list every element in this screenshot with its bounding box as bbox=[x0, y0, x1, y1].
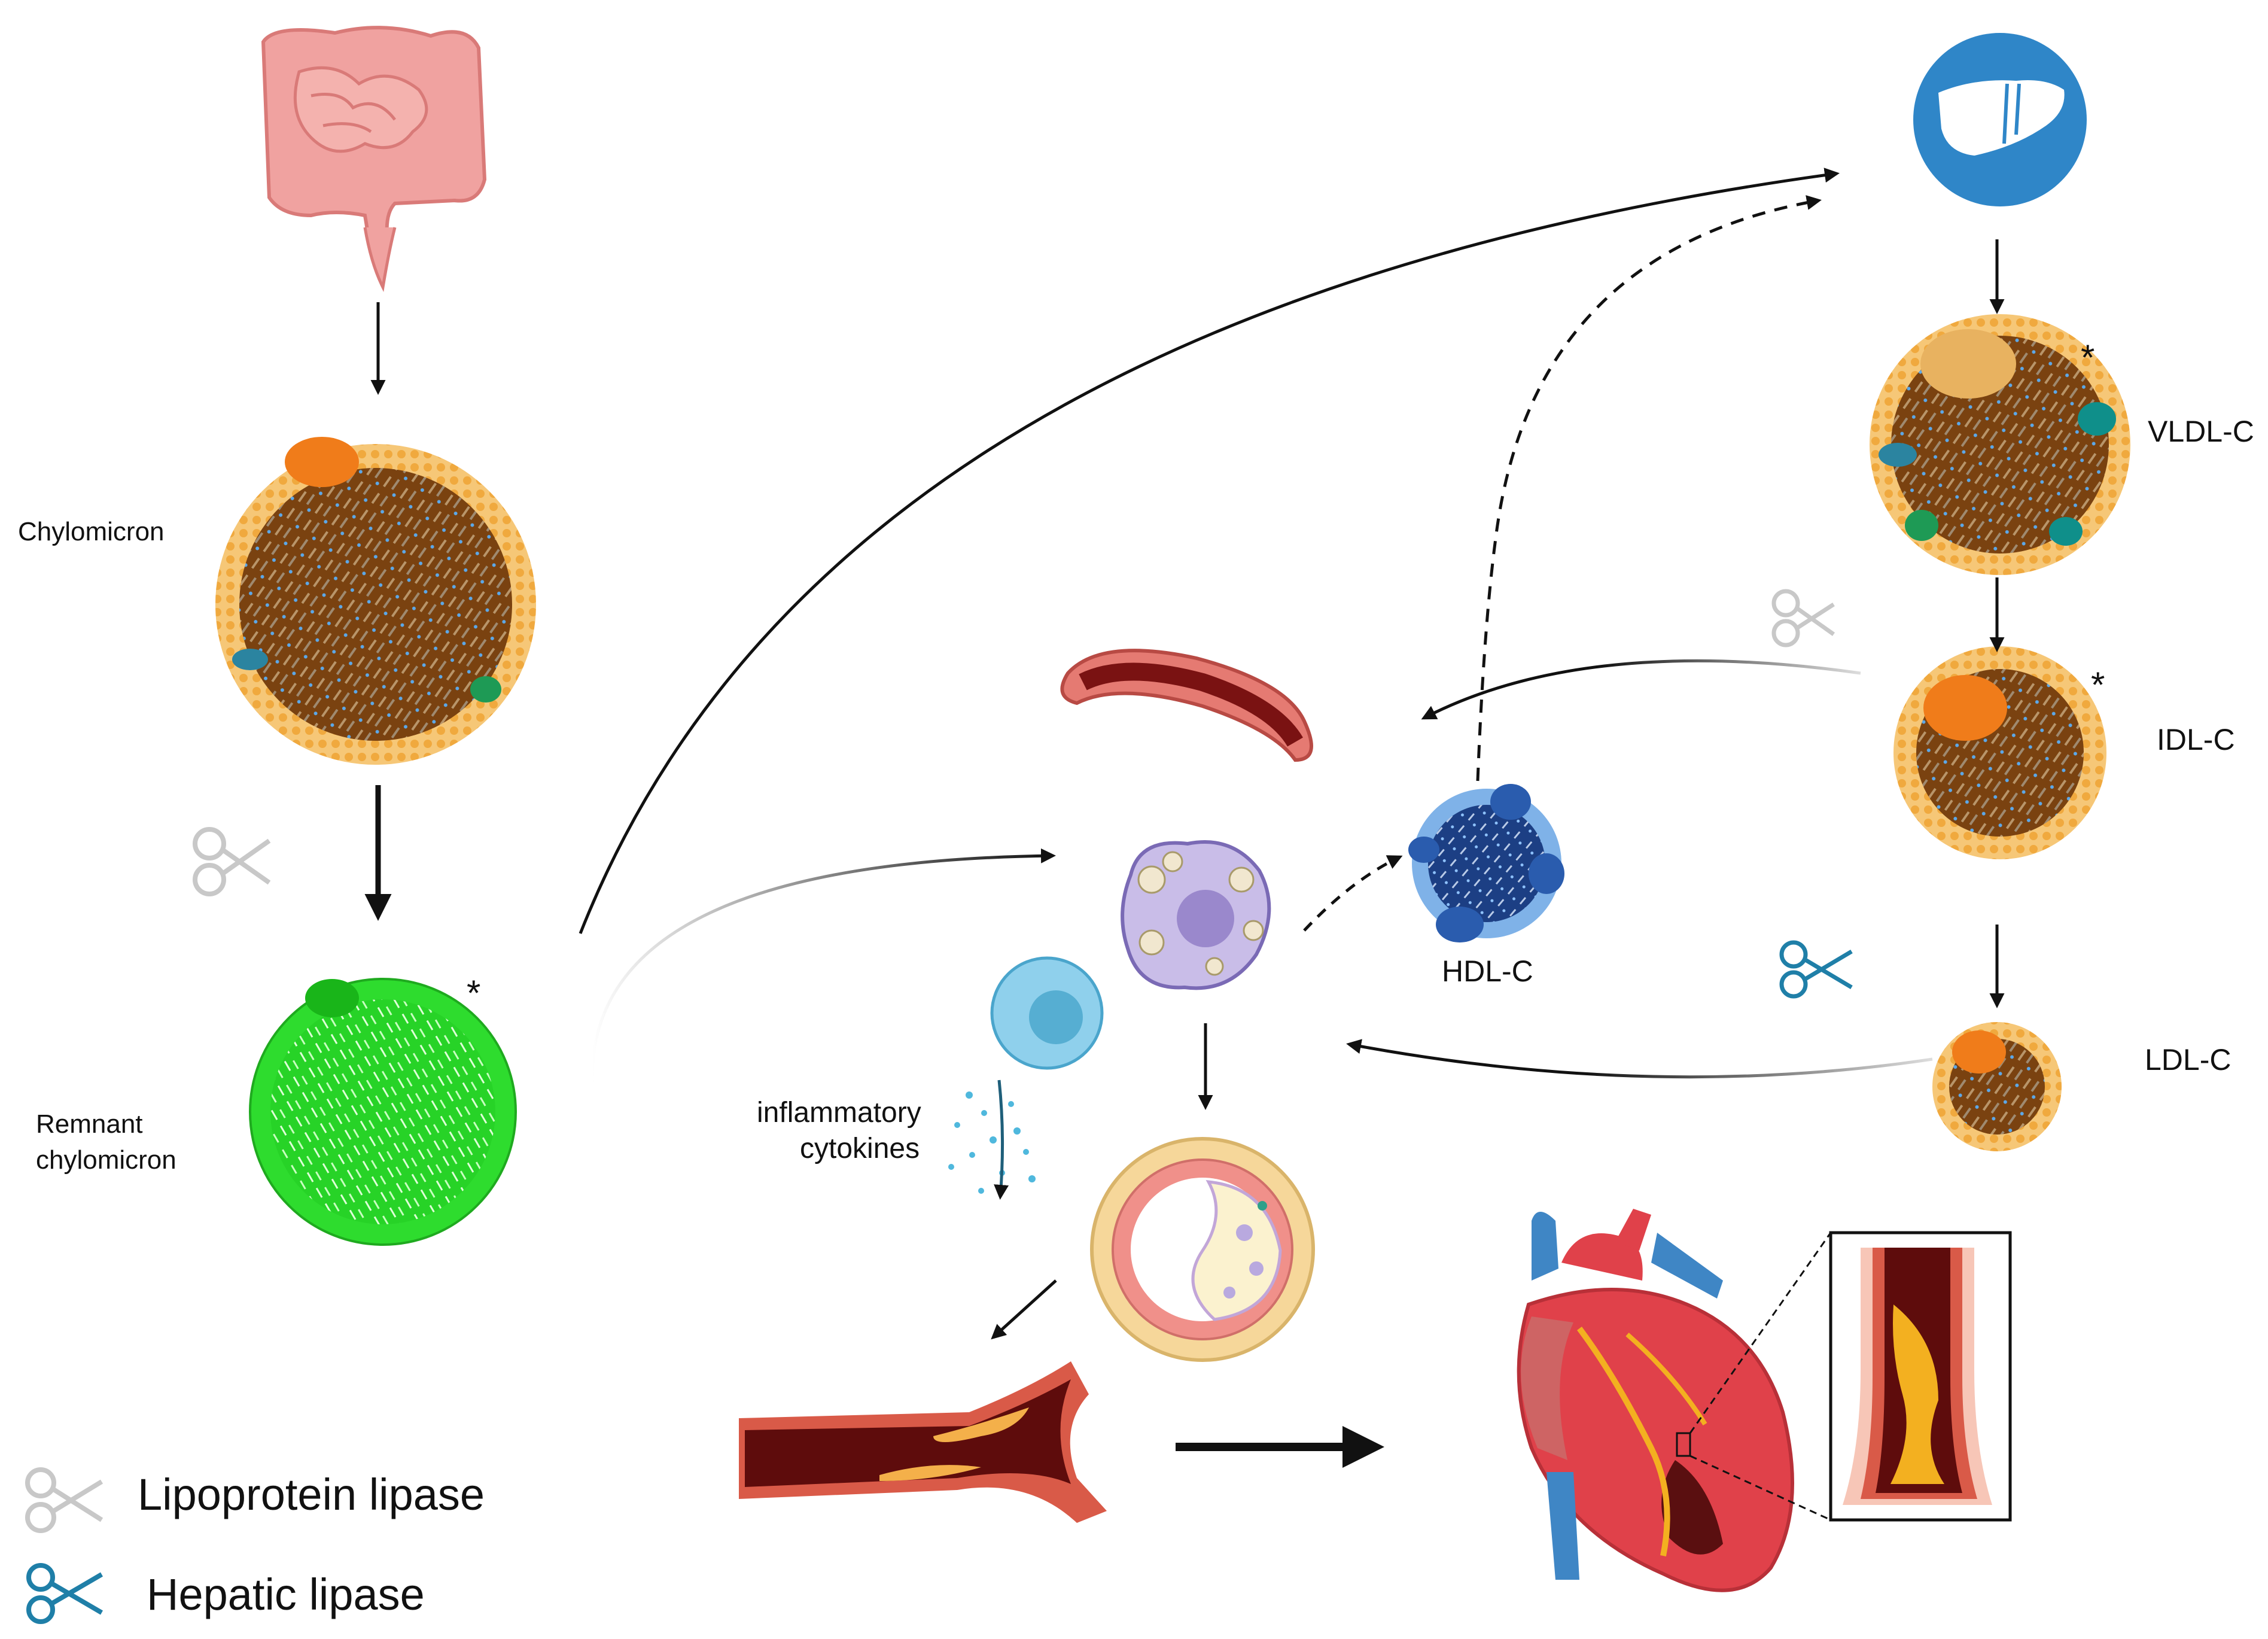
idl-label: IDL-C bbox=[2157, 723, 2235, 756]
cytokines-label-line2: cytokines bbox=[800, 1133, 920, 1164]
vldl-particle bbox=[1870, 314, 2130, 575]
chylomicron-particle bbox=[215, 437, 536, 765]
arrow-hdl-to-liver bbox=[1476, 195, 1822, 782]
idl-asterisk: * bbox=[2091, 665, 2105, 705]
occluded-artery-icon bbox=[739, 1361, 1107, 1523]
remnant-chylomicron-particle bbox=[249, 978, 517, 1246]
vldl-asterisk: * bbox=[2081, 337, 2095, 378]
artery-cross-section-icon bbox=[1090, 1137, 1315, 1362]
liver-icon bbox=[1913, 33, 2087, 206]
hdl-particle bbox=[1408, 784, 1564, 942]
arrow-remnant-to-liver bbox=[579, 168, 1840, 934]
cytokine-particles bbox=[948, 1091, 1036, 1194]
ldl-particle bbox=[1932, 1022, 2062, 1151]
legend-hepatic-lipase-icon bbox=[26, 1563, 103, 1624]
arrow-remnant-to-vessel bbox=[590, 848, 1056, 1084]
legend: Lipoprotein lipase Hepatic lipase bbox=[25, 1467, 485, 1624]
remnant-asterisk: * bbox=[467, 973, 480, 1013]
monocyte-icon bbox=[990, 956, 1104, 1070]
legend-lipoprotein-lipase-icon bbox=[25, 1467, 103, 1533]
coronary-artery-inset bbox=[1829, 1231, 2012, 1522]
remnant-label-line2: chylomicron bbox=[36, 1145, 176, 1175]
arrow-ldl-to-foamcell bbox=[1346, 1039, 1933, 1079]
heart-icon bbox=[1517, 1209, 1832, 1592]
legend-lipoprotein-lipase-label: Lipoprotein lipase bbox=[138, 1470, 485, 1519]
foam-cell-icon bbox=[1121, 840, 1271, 990]
arrow-vldl-to-vessel bbox=[1421, 659, 1861, 720]
hdl-label: HDL-C bbox=[1442, 954, 1533, 988]
lipoprotein-lipase-scissors-icon bbox=[193, 827, 271, 896]
hepatic-lipase-scissors-icon bbox=[1779, 940, 1853, 999]
pathway-arrows bbox=[364, 168, 2005, 1468]
intestine-icon bbox=[261, 26, 487, 292]
legend-hepatic-lipase-label: Hepatic lipase bbox=[147, 1570, 425, 1619]
cytokine-arrow bbox=[994, 1080, 1009, 1200]
lipoprotein-lipase-scissors-icon-2 bbox=[1771, 589, 1835, 647]
chylomicron-label: Chylomicron bbox=[18, 517, 165, 546]
arrow-artery-to-occlusion bbox=[991, 1279, 1057, 1340]
idl-particle bbox=[1893, 646, 2106, 859]
remnant-label-line1: Remnant bbox=[36, 1109, 143, 1139]
cytokines-label-line1: inflammatory bbox=[757, 1097, 921, 1129]
arrow-foamcell-to-hdl bbox=[1303, 855, 1403, 932]
ldl-label: LDL-C bbox=[2145, 1043, 2231, 1077]
vldl-label: VLDL-C bbox=[2148, 415, 2254, 448]
blood-vessel-icon bbox=[1060, 649, 1313, 762]
